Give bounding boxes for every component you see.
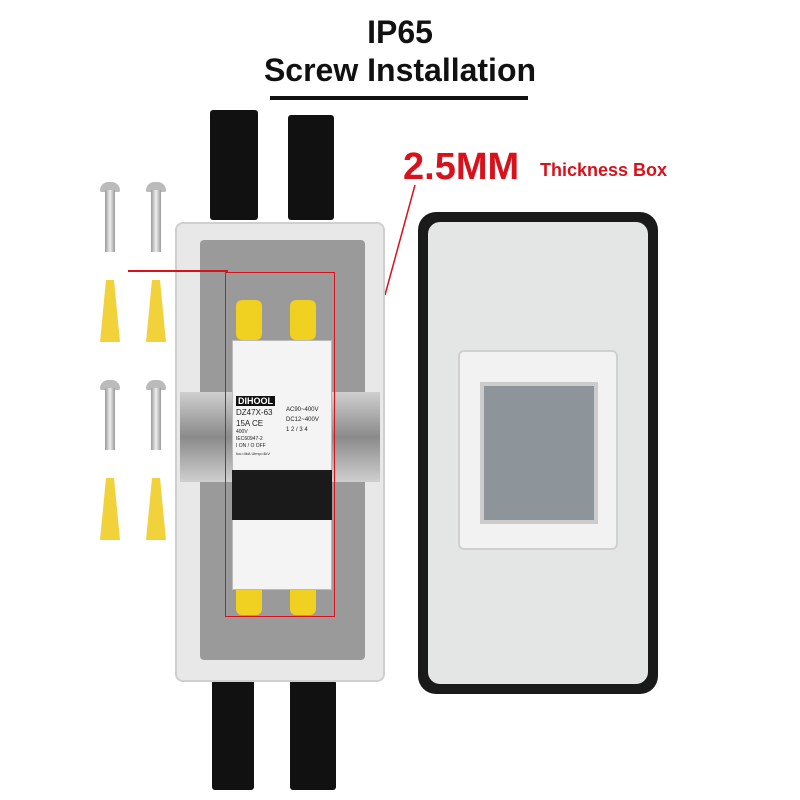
breaker-brand: DIHOOL <box>236 396 275 406</box>
breaker-handle <box>232 470 332 520</box>
screw <box>105 190 115 252</box>
screw <box>151 190 161 252</box>
mc4-connector-top-right <box>288 115 334 220</box>
screw-icon <box>146 380 166 390</box>
screw-icon <box>146 182 166 192</box>
mc4-connector-top-left <box>210 110 258 220</box>
breaker-voltage: 400V <box>236 429 248 435</box>
breaker-rating: 15A <box>236 419 250 428</box>
title-line-1: IP65 <box>367 14 433 50</box>
breaker-ac: AC90~400V <box>286 407 319 413</box>
mounting-guide-rect <box>225 272 335 617</box>
breaker-label-left: DIHOOL DZ47X-63 15A CE 400V IEC60947-2 I… <box>236 396 282 457</box>
mc4-connector-bottom-right <box>290 680 336 790</box>
breaker-icu: Icu=4kA Uimp=4kV <box>236 451 271 456</box>
breaker-on-off: I ON / O OFF <box>236 443 266 449</box>
breaker-dc: DC12~400V <box>286 417 319 423</box>
thickness-value: 2.5MM <box>403 146 520 188</box>
breaker-terminals: 1 2 / 3 4 <box>286 427 308 433</box>
circuit-breaker <box>232 340 332 590</box>
title-line-2: Screw Installation <box>263 52 537 88</box>
terminal-top-left <box>236 300 262 340</box>
thickness-label: Thickness Box <box>540 160 668 180</box>
screw-icon <box>100 380 120 390</box>
breaker-label-right: AC90~400V DC12~400V 1 2 / 3 4 <box>286 405 332 435</box>
lid-window <box>480 382 598 524</box>
screw-icon <box>100 182 120 192</box>
title-underline <box>270 96 528 100</box>
mc4-connector-bottom-left <box>212 680 254 790</box>
wall-anchor <box>146 280 166 342</box>
screw <box>105 388 115 450</box>
mounting-guide-line <box>128 270 228 272</box>
breaker-model: DZ47X-63 <box>236 408 273 417</box>
wall-anchor <box>100 280 120 342</box>
screw <box>151 388 161 450</box>
wall-anchor <box>146 478 166 540</box>
ce-mark: CE <box>252 419 264 428</box>
callout-line <box>384 184 416 296</box>
terminal-top-right <box>290 300 316 340</box>
wall-anchor <box>100 478 120 540</box>
breaker-standard: IEC60947-2 <box>236 436 263 442</box>
